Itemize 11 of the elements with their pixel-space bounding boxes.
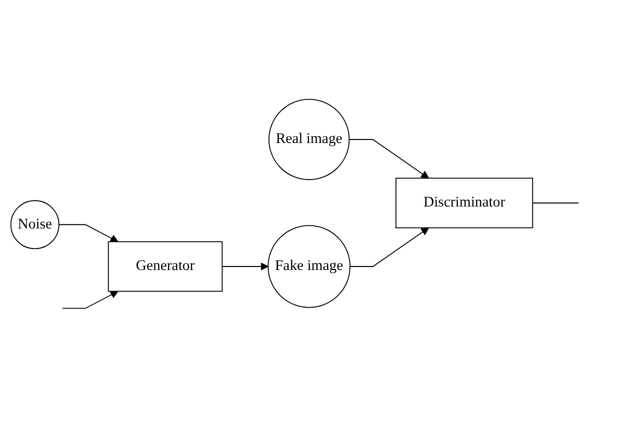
arrow [348, 138, 429, 178]
arrow [62, 290, 118, 309]
node-box: Discriminator [395, 178, 534, 228]
node-box: Generator [108, 241, 223, 292]
arrow [58, 224, 118, 242]
node-circle: Real image [268, 98, 350, 180]
node-circle: Fake image [268, 224, 350, 308]
arrow [222, 262, 268, 270]
connector [532, 202, 580, 204]
node-circle: Noise [10, 200, 60, 249]
arrow [350, 227, 429, 267]
